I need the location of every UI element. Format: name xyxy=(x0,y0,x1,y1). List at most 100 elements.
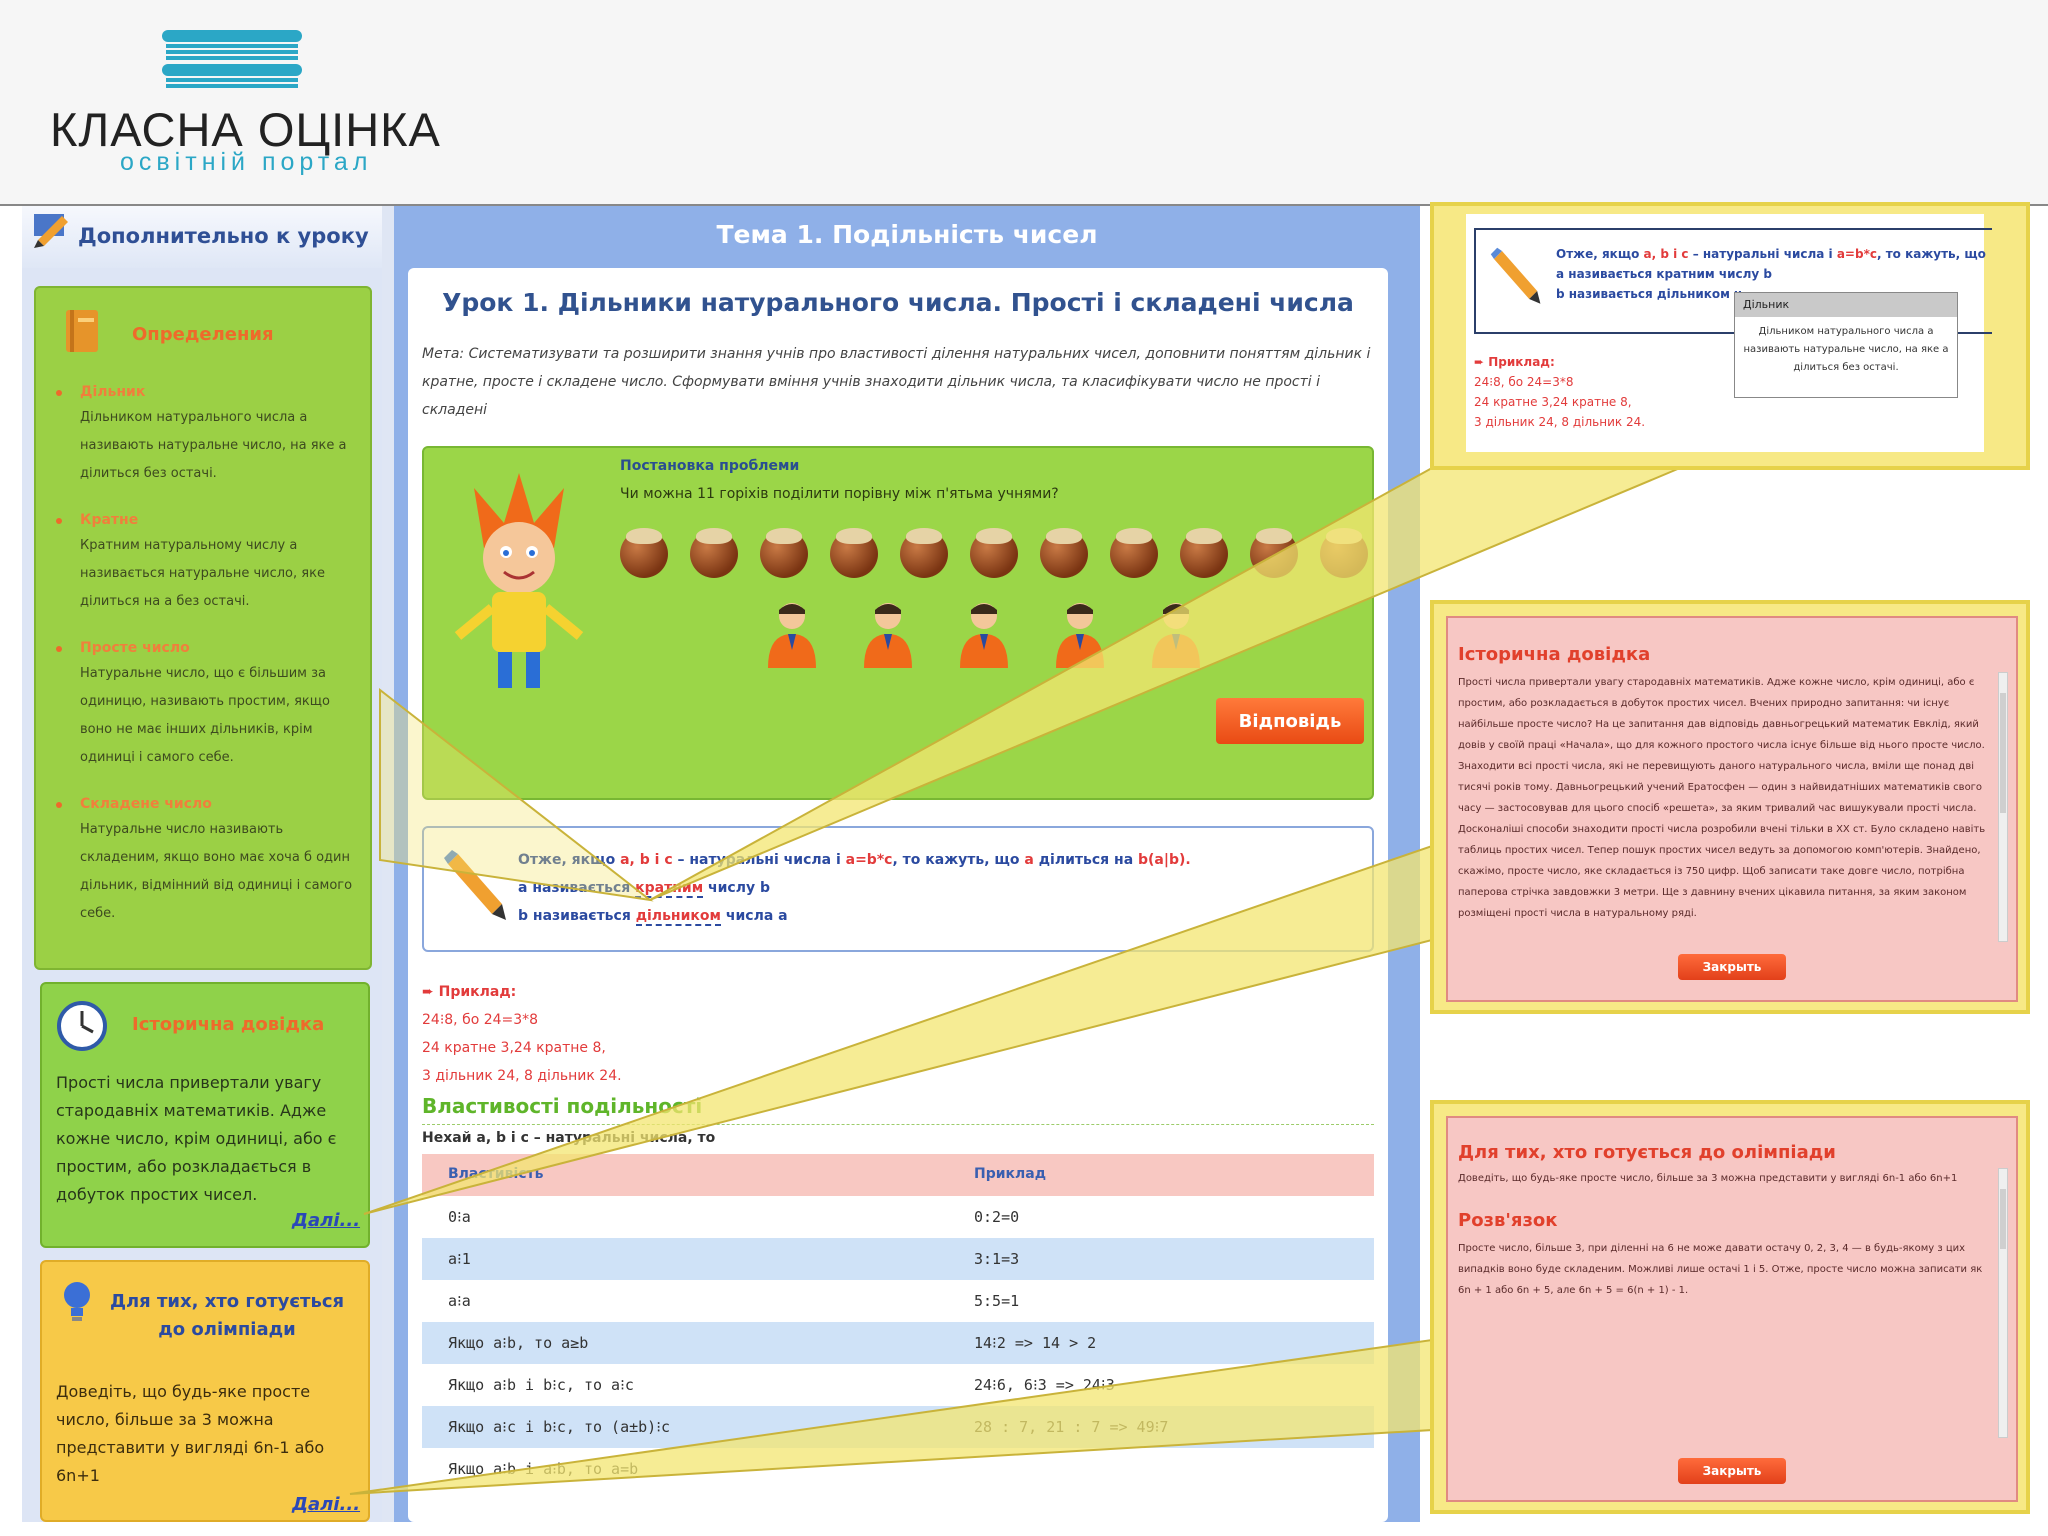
bullet-icon xyxy=(56,646,62,652)
tooltip-text: Дільником натурального числа а називають… xyxy=(1743,326,1949,373)
example-block: ➨ Приклад: 24⁝8, бо 24=3*8 24 кратне 3,2… xyxy=(422,978,622,1090)
definition-tooltip: Дільник Дільником натурального числа а н… xyxy=(1734,292,1958,398)
example-line: 24⁝8, бо 24=3*8 xyxy=(422,1012,539,1028)
olympiad-more-link[interactable]: Далі... xyxy=(292,1494,361,1515)
history-more-link[interactable]: Далі... xyxy=(292,1210,361,1231)
example-title: ➨ Приклад: xyxy=(422,984,517,1000)
callout-definition-zoom: Отже, якщо a, b і c – натуральні числа і… xyxy=(1430,202,2030,470)
definition-item: Просте число Натуральне число, що є біль… xyxy=(54,640,354,772)
callout-history-popup: Історична довідка Прості числа привертал… xyxy=(1430,600,2030,1014)
example-line: 3 дільник 24, 8 дільник 24. xyxy=(422,1068,622,1084)
sidebar: Дополнительно к уроку Определения Дільни… xyxy=(22,206,382,1522)
solution-title: Розв'язок xyxy=(1458,1210,1558,1231)
answer-button[interactable]: Відповідь xyxy=(1216,698,1364,744)
popup-title: Для тих, хто готується до олімпіади xyxy=(1458,1142,1836,1163)
lesson-title: Урок 1. Дільники натурального числа. Про… xyxy=(442,288,1354,317)
bullet-icon xyxy=(56,390,62,396)
problem-title: Постановка проблеми xyxy=(620,458,800,474)
mini-rule-box: Отже, якщо a, b і c – натуральні числа і… xyxy=(1474,228,1992,334)
nut-icon xyxy=(690,528,738,578)
definition-item: Дільник Дільником натурального числа а н… xyxy=(54,384,354,488)
callout-olympiad-popup: Для тих, хто готується до олімпіади Дове… xyxy=(1430,1100,2030,1514)
olympiad-title: Для тих, хто готується до олімпіади xyxy=(109,1291,345,1340)
student-icon xyxy=(768,603,816,668)
lesson-page: Дополнительно к уроку Определения Дільни… xyxy=(22,206,1420,1522)
lightbulb-icon xyxy=(64,1282,90,1321)
clock-icon xyxy=(57,1001,107,1051)
site-header: КЛАСНА ОЦІНКА освітній портал xyxy=(0,0,2048,206)
definition-term[interactable]: Просте число xyxy=(80,640,190,656)
theme-header: Тема 1. Подільність чисел xyxy=(394,206,1420,264)
popup-scrollbar[interactable] xyxy=(1998,1168,2008,1438)
popup-title: Історична довідка xyxy=(1458,644,1651,665)
definitions-title: Определения xyxy=(132,324,274,345)
mini-rule-text: Отже, якщо a, b і c – натуральні числа і… xyxy=(1556,247,1986,301)
close-button[interactable]: Закрыть xyxy=(1678,954,1786,980)
definition-term[interactable]: Дільник xyxy=(80,384,146,400)
sidebar-title: Дополнительно к уроку xyxy=(78,224,369,248)
popup-task: Доведіть, що будь-яке просте число, біль… xyxy=(1458,1173,1958,1184)
theme-title: Тема 1. Подільність чисел xyxy=(716,220,1098,249)
student-icon xyxy=(960,603,1008,668)
popup-scrollbar[interactable] xyxy=(1998,672,2008,942)
problem-box: Постановка проблеми Чи можна 11 горіхів … xyxy=(422,446,1374,800)
solution-text: Просте число, більше 3, при діленні на 6… xyxy=(1458,1243,1983,1296)
olympiad-text: Доведіть, що будь-яке просте число, біль… xyxy=(56,1382,325,1485)
example-line: 24 кратне 3,24 кратне 8, xyxy=(422,1040,606,1056)
student-icon xyxy=(1056,603,1104,668)
bullet-icon xyxy=(56,802,62,808)
properties-intro: Нехай a, b і c – натуральні числа, то xyxy=(422,1130,716,1146)
divider xyxy=(422,1124,1374,1125)
definition-text: Натуральне число, що є більшим за одиниц… xyxy=(80,666,330,765)
books-logo-icon xyxy=(162,30,302,88)
definition-item: Складене число Натуральне число називают… xyxy=(54,796,354,928)
nut-icon xyxy=(1320,528,1368,578)
nut-icon xyxy=(970,528,1018,578)
lesson-body: Урок 1. Дільники натурального числа. Про… xyxy=(408,268,1388,1522)
main-content: Тема 1. Подільність чисел Урок 1. Дільни… xyxy=(394,206,1420,1522)
nut-icon xyxy=(1040,528,1088,578)
zoom-panel: Отже, якщо a, b і c – натуральні числа і… xyxy=(1466,214,1992,452)
student-icon xyxy=(864,603,912,668)
term-divisor-link[interactable]: дільником xyxy=(635,908,721,926)
nut-icon xyxy=(1250,528,1298,578)
definition-term[interactable]: Кратне xyxy=(80,512,139,528)
definition-text: Дільником натурального числа а називають… xyxy=(80,410,347,481)
sidebar-header: Дополнительно к уроку xyxy=(22,206,382,268)
properties-title: Властивості подільності xyxy=(422,1094,703,1118)
pencil-icon xyxy=(34,214,68,248)
history-box: Історична довідка Прості числа привертал… xyxy=(40,982,370,1248)
definitions-list: Дільник Дільником натурального числа а н… xyxy=(54,384,354,952)
rule-box: Отже, якщо a, b і c – натуральні числа і… xyxy=(422,826,1374,952)
site-logo[interactable]: КЛАСНА ОЦІНКА освітній портал xyxy=(50,30,470,180)
term-multiple-link[interactable]: кратним xyxy=(635,880,704,898)
definition-term[interactable]: Складене число xyxy=(80,796,212,812)
cartoon-character-icon xyxy=(454,473,584,688)
history-popup: Історична довідка Прості числа привертал… xyxy=(1446,616,2018,1002)
pencil-icon xyxy=(1490,247,1541,304)
lesson-goal: Мета: Систематизувати та розширити знанн… xyxy=(422,346,1371,418)
definition-item: Кратне Кратним натуральному числу а нази… xyxy=(54,512,354,616)
logo-subtitle: освітній портал xyxy=(120,148,373,176)
logo-title: КЛАСНА ОЦІНКА xyxy=(50,103,441,156)
definitions-box: Определения Дільник Дільником натурально… xyxy=(34,286,372,970)
definition-text: Кратним натуральному числу а називається… xyxy=(80,538,325,609)
bullet-icon xyxy=(56,518,62,524)
pencil-icon xyxy=(444,850,506,920)
nut-icon xyxy=(1180,528,1228,578)
table-header: Властивість Приклад xyxy=(422,1154,1374,1196)
close-button[interactable]: Закрыть xyxy=(1678,1458,1786,1484)
problem-question: Чи можна 11 горіхів поділити порівну між… xyxy=(620,486,1059,502)
nut-icon xyxy=(1110,528,1158,578)
definition-text: Натуральне число називають складеним, як… xyxy=(80,822,353,921)
nut-icon xyxy=(760,528,808,578)
olympiad-popup: Для тих, хто готується до олімпіади Дове… xyxy=(1446,1116,2018,1502)
nut-icon xyxy=(900,528,948,578)
